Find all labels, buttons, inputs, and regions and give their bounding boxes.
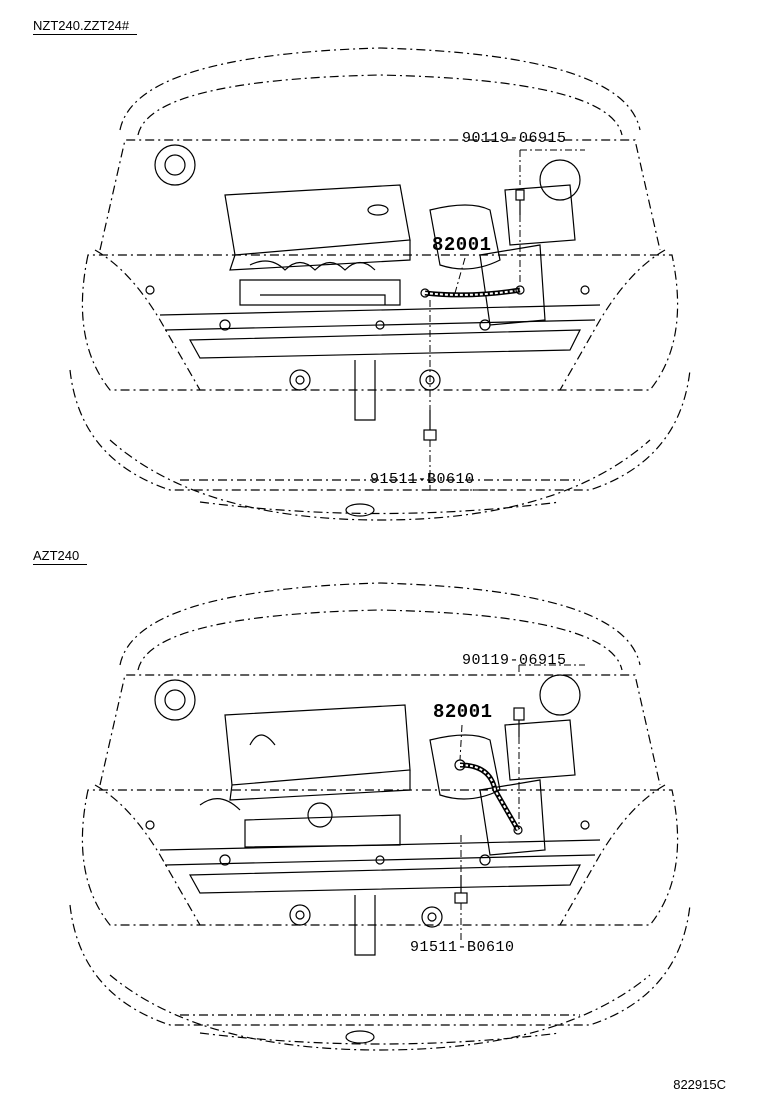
engine-components-2: [145, 674, 601, 956]
engine-bay-diagram-1: [69, 47, 691, 521]
leader-lines-1: [429, 149, 585, 491]
part-number-bolt-bottom-1: 91511-B0610: [370, 471, 475, 488]
ground-cable-82001-1: [420, 285, 525, 298]
section-1-label: NZT240.ZZT24#: [33, 18, 138, 35]
bolt-bottom-1: [423, 410, 437, 441]
part-number-bolt-top-2: 90119-06915: [462, 652, 567, 669]
illustration-code: 822915C: [673, 1077, 726, 1092]
part-number-bolt-top-1: 90119-06915: [462, 130, 567, 147]
part-number-cable-2: 82001: [433, 701, 493, 723]
ground-cable-82001-2: [454, 759, 523, 835]
bolt-top-2: [513, 707, 525, 737]
engine-components-1: [145, 144, 601, 421]
car-front-outline-2: [69, 582, 691, 1051]
section-2-label: AZT240: [33, 548, 88, 565]
part-number-cable-1: 82001: [432, 234, 492, 256]
leader-lines-2: [459, 664, 585, 943]
bolt-top-1: [515, 189, 525, 215]
car-front-outline-1: [69, 47, 691, 521]
part-number-bolt-bottom-2: 91511-B0610: [410, 939, 515, 956]
bolt-bottom-2: [454, 875, 468, 904]
engine-bay-diagram-2: [69, 582, 691, 1051]
